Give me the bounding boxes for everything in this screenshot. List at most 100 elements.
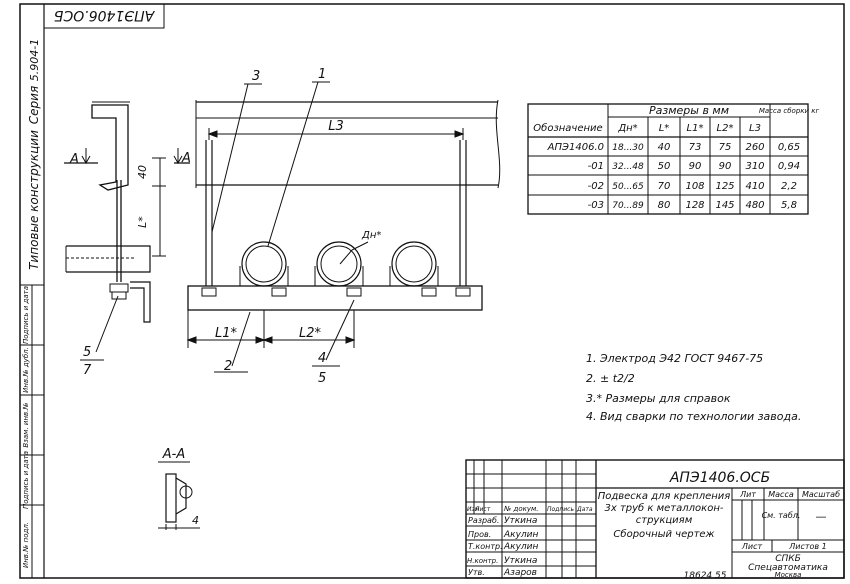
table-row-0-l2: 75 xyxy=(719,142,732,153)
table-row-3-mass: 5,8 xyxy=(781,200,797,211)
col-header-dn: Дн* xyxy=(617,123,637,134)
section-a-right: А xyxy=(181,151,191,166)
col-dokum: № докум. xyxy=(503,505,539,513)
title-block-text: АПЭ1406.ОСБ Подвеска для крепления 3х тр… xyxy=(467,470,840,579)
dim-40-label: 40 xyxy=(136,165,149,179)
strip-inv-podl: Инв.№ подл. xyxy=(22,522,30,568)
col-izm: Изм xyxy=(467,506,480,513)
table-row-1-id: -01 xyxy=(588,161,604,172)
mirrored-designation-text: АПЭ1406.ОСБ xyxy=(54,7,155,23)
section-aa xyxy=(158,461,200,530)
note-3: 3.* Размеры для справок xyxy=(586,392,731,405)
role-1: Пров. xyxy=(468,530,491,539)
note-2: 2. ± t2/2 xyxy=(586,372,635,385)
person-2: Акулин xyxy=(503,542,539,552)
mass-value: См. табл. xyxy=(762,511,801,520)
callout-7: 7 xyxy=(83,363,92,378)
side-view xyxy=(64,101,190,323)
table-row-2-id: -02 xyxy=(588,181,604,192)
table-row-2-l3: 410 xyxy=(745,181,764,192)
sheet-label: Лист xyxy=(741,542,763,551)
person-3: Уткина xyxy=(504,556,537,566)
dim-l2-label: L2* xyxy=(299,326,322,341)
col-header-designation: Обозначение xyxy=(533,122,602,134)
callout-5-front: 5 xyxy=(318,371,326,386)
col-header-l3: L3 xyxy=(749,123,761,134)
dim-dn-label: Дн* xyxy=(361,230,381,241)
table-header-group: Размеры в мм xyxy=(649,104,729,117)
title-name-2: 3х труб к металлокон- xyxy=(605,502,724,514)
org-2: Спецавтоматика xyxy=(748,563,828,573)
table-row-2-dn: 50...65 xyxy=(612,182,644,192)
page-number: 18624 55 xyxy=(684,571,727,581)
table-row-1-l1: 90 xyxy=(689,161,702,172)
mass-label: Масса xyxy=(768,490,794,499)
strip-podpis-2: Подпись и дата xyxy=(22,286,30,344)
dim-l-label: L* xyxy=(136,216,149,228)
table-row-0-l3: 260 xyxy=(745,142,764,153)
strip-vzam: Взам. инв.№ xyxy=(22,402,30,447)
col-list: Лист xyxy=(474,506,491,513)
col-header-l: L* xyxy=(659,123,670,134)
title-name-1: Подвеска для крепления xyxy=(598,491,731,502)
org-3: Москва xyxy=(775,571,802,579)
table-row-1-l3: 310 xyxy=(745,161,764,172)
note-1: 1. Электрод Э42 ГОСТ 9467-75 xyxy=(586,352,763,365)
table-row-2-l: 70 xyxy=(658,181,671,192)
scale-value: — xyxy=(816,510,827,523)
role-4: Утв. xyxy=(468,568,485,577)
table-row-1-dn: 32...48 xyxy=(612,162,644,172)
title-name-4: Сборочный чертеж xyxy=(613,528,714,540)
notes: 1. Электрод Э42 ГОСТ 9467-75 2. ± t2/2 3… xyxy=(586,352,801,423)
mirrored-designation: АПЭ1406.ОСБ xyxy=(43,3,165,29)
table-row-0-dn: 18...30 xyxy=(612,143,644,153)
table-row-2-l2: 125 xyxy=(715,181,734,192)
person-4: Азаров xyxy=(503,568,537,578)
col-header-l2: L2* xyxy=(717,123,734,134)
table-row-0-mass: 0,65 xyxy=(778,142,800,153)
callout-2: 2 xyxy=(224,359,232,374)
callout-4: 4 xyxy=(318,351,326,366)
role-0: Разраб. xyxy=(468,516,499,525)
section-aa-label: А-А xyxy=(162,447,185,462)
title-block-frame xyxy=(465,459,845,579)
callout-5-7-leader xyxy=(80,295,119,361)
sheet-frame xyxy=(19,3,845,579)
col-data: Дата xyxy=(576,506,593,513)
table-row-3-id: -03 xyxy=(588,200,604,211)
table-row-3-l3: 480 xyxy=(745,200,764,211)
table-row-2-l1: 108 xyxy=(685,181,704,192)
table-text: Размеры в мм Масса сборки кг Обозначение… xyxy=(533,104,819,211)
table-row-1-l2: 90 xyxy=(719,161,732,172)
section-a-left: А xyxy=(69,152,79,167)
scale-label: Масштаб xyxy=(802,490,840,499)
lit-label: Лит xyxy=(739,490,756,499)
dimensions-table xyxy=(527,103,809,215)
table-row-0-l: 40 xyxy=(658,142,671,153)
left-strip: 5.904-1 Серия Типовые конструкции Инв.№ … xyxy=(20,39,44,578)
callout-1: 1 xyxy=(318,67,326,82)
role-3: Н.контр. xyxy=(467,557,498,565)
table-row-0-l1: 73 xyxy=(689,142,702,153)
vertical-title: Типовые конструкции xyxy=(27,130,41,270)
dim-l3-label: L3 xyxy=(328,119,344,134)
table-mass-header: Масса сборки кг xyxy=(759,107,820,115)
org-1: СПКБ xyxy=(775,554,801,564)
callout-5: 5 xyxy=(83,345,91,360)
table-row-0-id: АПЭ1406.0 xyxy=(547,142,604,153)
table-row-3-l: 80 xyxy=(658,200,671,211)
col-podpis: Подпись xyxy=(547,506,574,513)
table-row-3-l1: 128 xyxy=(685,200,704,211)
callout-3: 3 xyxy=(252,69,260,84)
series-value: 5.904-1 xyxy=(28,39,41,81)
table-row-2-mass: 2,2 xyxy=(781,181,797,192)
table-row-1-mass: 0,94 xyxy=(778,161,800,172)
table-row-1-l: 50 xyxy=(658,161,671,172)
weld-dim-label: 4 xyxy=(192,514,199,527)
table-row-3-l2: 145 xyxy=(715,200,734,211)
person-1: Акулин xyxy=(503,530,539,540)
front-view xyxy=(186,81,501,373)
sheets-label: Листов 1 xyxy=(788,542,827,551)
note-4: 4. Вид сварки по технологии завода. xyxy=(586,410,801,423)
